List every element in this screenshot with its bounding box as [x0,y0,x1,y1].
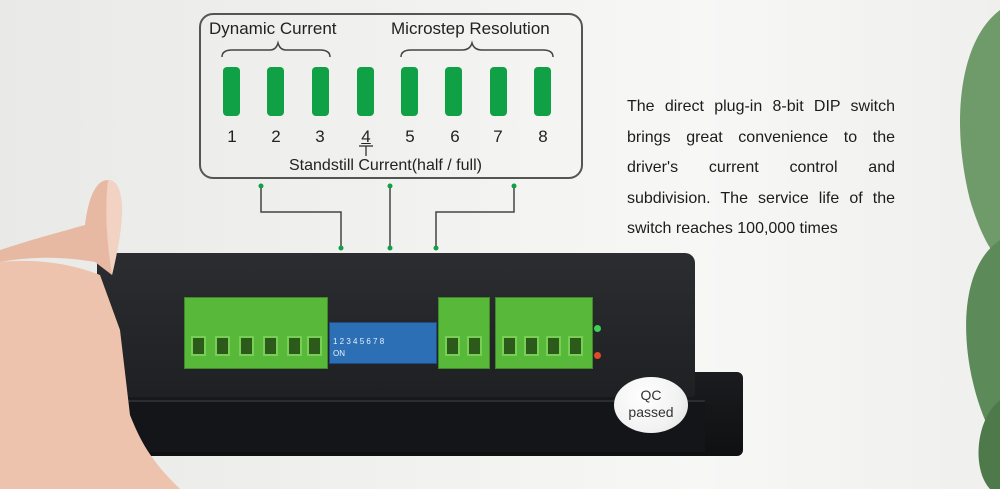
dip-switch-8 [534,67,551,116]
microstep-resolution-label: Microstep Resolution [391,19,550,38]
dynamic-current-label: Dynamic Current [209,19,337,38]
switch-number: 3 [315,127,325,146]
dip-switch-5 [401,67,418,116]
switch-number: 7 [493,127,503,146]
status-led-green [594,325,601,332]
terminal-block-middle [438,297,490,369]
microstep-brace [400,40,554,58]
dip-switch-1 [223,67,240,116]
dip-on-label: ON [333,349,345,358]
qc-badge-line1: QC [640,387,662,403]
terminal-block-right [495,297,593,369]
dip-switch-4 [357,67,374,116]
switch-number: 2 [271,127,281,146]
switch-number: 8 [538,127,548,146]
microstep-leader [435,186,515,248]
standstill-current-label: Standstill Current(half / full) [289,157,482,174]
qc-passed-badge: QC passed [614,377,688,433]
dynamic-leader [260,186,342,248]
switch-number: 4 [361,127,371,146]
dip-switch-6 [445,67,462,116]
dip-switch-block: 1 2 3 4 5 6 7 8 ON [329,322,437,364]
terminal-block-left [184,297,328,369]
dip-switch-2 [267,67,284,116]
dynamic-current-brace [221,40,331,58]
switch-number: 6 [450,127,460,146]
switch-number: 5 [405,127,415,146]
qc-badge-line2: passed [628,404,674,420]
dip-numbers: 1 2 3 4 5 6 7 8 [333,337,385,346]
dip-switch-3 [312,67,329,116]
driver-front-face [95,400,705,452]
dip-switch-callout [199,13,583,179]
status-led-red [594,352,601,359]
description-text: The direct plug-in 8-bit DIP switch brin… [627,98,895,237]
switch-number: 1 [227,127,237,146]
dip-switch-7 [490,67,507,116]
